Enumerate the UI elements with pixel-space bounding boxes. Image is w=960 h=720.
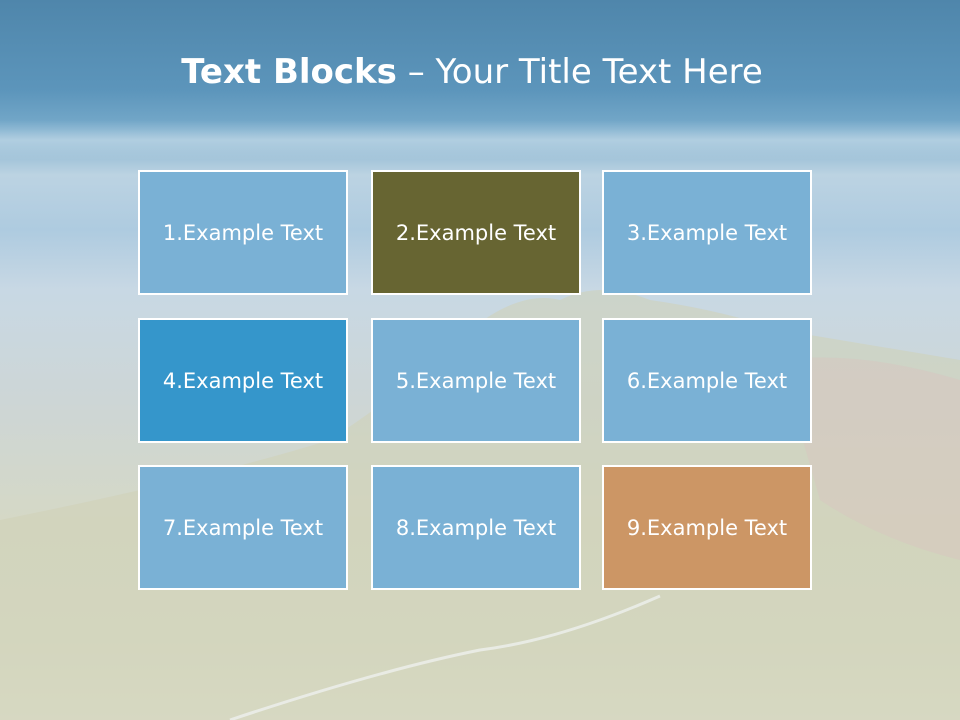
text-block-9: 9.Example Text	[602, 465, 812, 590]
title-dash: –	[396, 52, 436, 92]
horizon-haze	[0, 120, 960, 160]
title-bold: Text Blocks	[181, 52, 397, 92]
text-block-label: 3.Example Text	[626, 220, 788, 245]
text-block-label: 5.Example Text	[395, 368, 557, 393]
text-block-7: 7.Example Text	[138, 465, 348, 590]
text-block-6: 6.Example Text	[602, 318, 812, 443]
text-block-3: 3.Example Text	[602, 170, 812, 295]
text-block-1: 1.Example Text	[138, 170, 348, 295]
slide-title: Text Blocks – Your Title Text Here	[0, 52, 944, 92]
text-block-label: 6.Example Text	[626, 368, 788, 393]
text-block-label: 2.Example Text	[395, 220, 557, 245]
text-block-label: 4.Example Text	[162, 368, 324, 393]
title-text: Your Title Text Here	[435, 52, 763, 92]
text-block-label: 1.Example Text	[162, 220, 324, 245]
text-block-8: 8.Example Text	[371, 465, 581, 590]
text-block-grid: 1.Example Text 2.Example Text 3.Example …	[138, 170, 816, 594]
text-block-label: 9.Example Text	[626, 515, 788, 540]
text-block-label: 7.Example Text	[162, 515, 324, 540]
text-block-2: 2.Example Text	[371, 170, 581, 295]
text-block-4: 4.Example Text	[138, 318, 348, 443]
text-block-5: 5.Example Text	[371, 318, 581, 443]
text-block-label: 8.Example Text	[395, 515, 557, 540]
